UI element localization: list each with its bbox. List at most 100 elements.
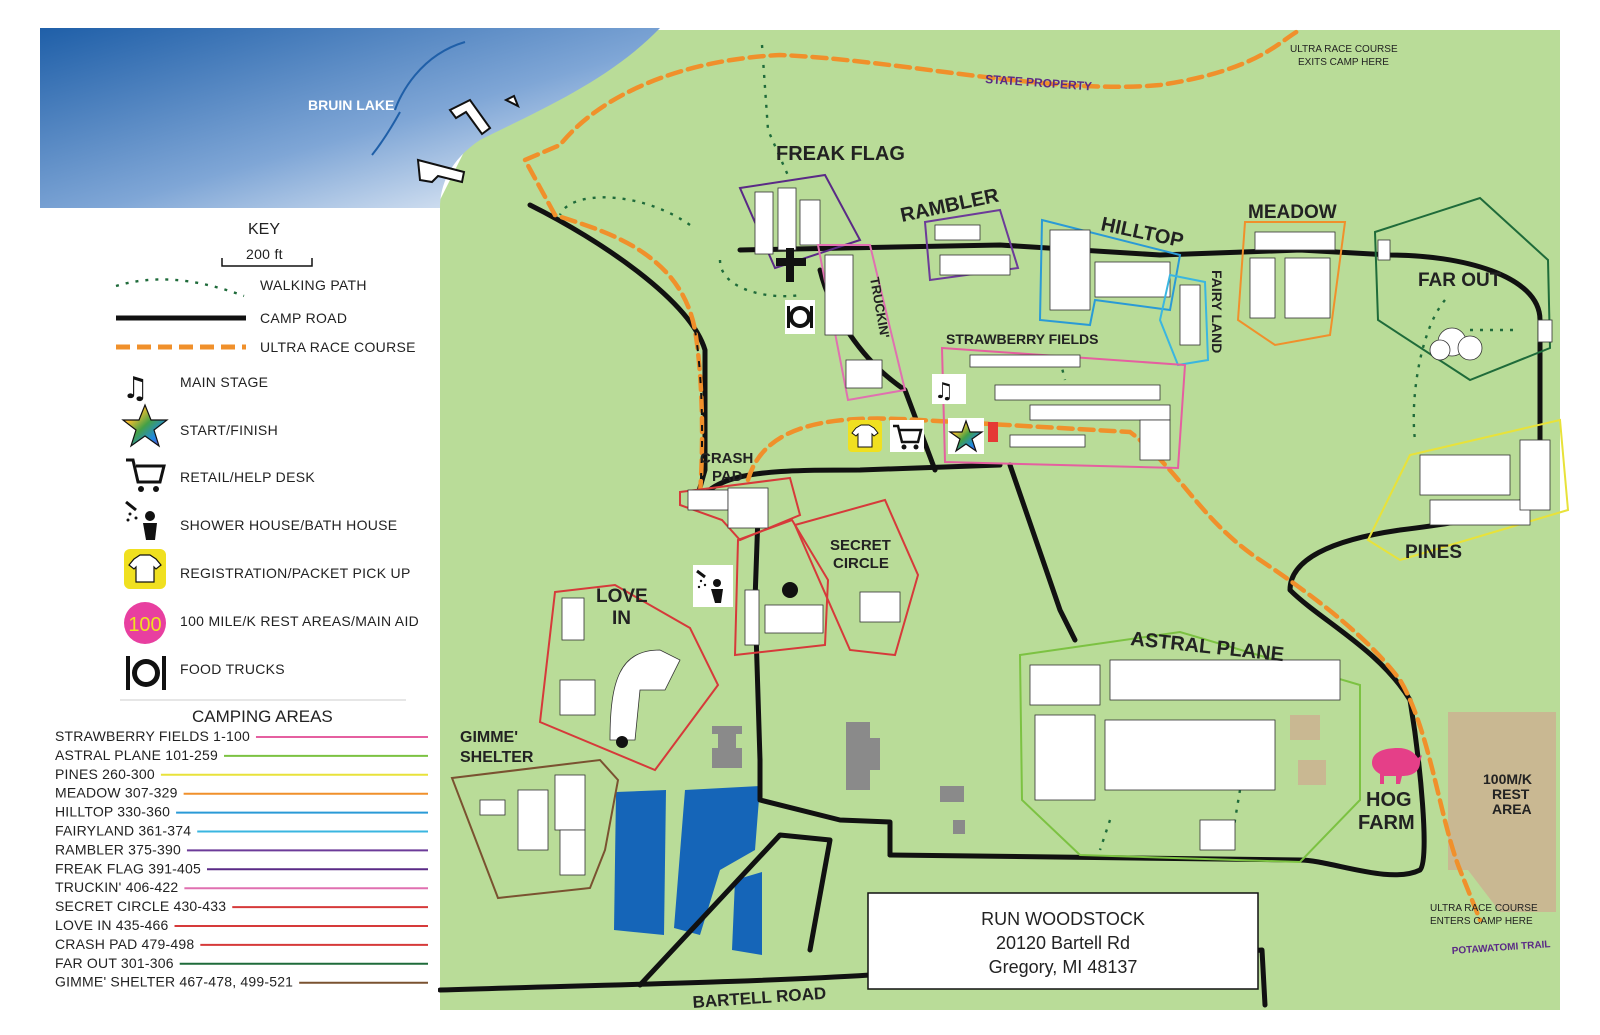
address-line3: Gregory, MI 48137	[989, 957, 1138, 977]
gimme-shelter-area	[450, 758, 620, 900]
rest-area-label-1: 100M/K	[1483, 771, 1532, 787]
camping-area-label: CRASH PAD 479-498	[55, 936, 194, 952]
gimme-shelter-label-1: GIMME'	[460, 729, 518, 746]
camping-area-label: ASTRAL PLANE 101-259	[55, 747, 218, 763]
rainbow-star-icon	[948, 418, 984, 454]
camping-area-label: LOVE IN 435-466	[55, 917, 169, 933]
camping-area-label: PINES 260-300	[55, 766, 155, 782]
key-label-food-trucks: FOOD TRUCKS	[180, 661, 285, 677]
astral-plane-sites	[1029, 659, 1341, 851]
key-food-truck-icon	[126, 656, 166, 690]
fairy-land-area	[1158, 273, 1210, 367]
crash-pad-lower-area	[733, 518, 830, 657]
camping-area-label: GIMME' SHELTER 467-478, 499-521	[55, 974, 293, 990]
key-label-aid: 100 MILE/K REST AREAS/MAIN AID	[180, 613, 419, 629]
camping-area-label: FREAK FLAG 391-405	[55, 860, 201, 876]
ultra-exit-line2: EXITS CAMP HERE	[1298, 57, 1389, 68]
fairy-land-sites	[1179, 284, 1201, 346]
key-label-shower: SHOWER HOUSE/BATH HOUSE	[180, 517, 397, 533]
strawberry-fields-sites	[969, 354, 1171, 461]
key-label-retail: RETAIL/HELP DESK	[180, 469, 315, 485]
address-box	[867, 892, 1259, 990]
scale-bar	[221, 258, 313, 267]
rest-area	[1448, 712, 1556, 912]
shower-icon	[693, 565, 733, 607]
secret-circle-sites	[859, 591, 901, 623]
truckin-area	[816, 244, 907, 402]
meadow-area	[1236, 221, 1347, 347]
ultra-race-course-overlay	[694, 329, 704, 496]
key-shopping-cart-icon	[126, 458, 166, 492]
pig-icon	[1372, 748, 1422, 784]
freak-flag-label: FREAK FLAG	[776, 143, 905, 165]
key-label-camp-road: CAMP ROAD	[260, 310, 347, 326]
building-1	[712, 726, 742, 768]
pines-area	[1366, 418, 1570, 562]
far-out-sites	[1377, 239, 1553, 361]
camping-area-label: FAR OUT 301-306	[55, 955, 174, 971]
rambler-area	[923, 208, 1020, 282]
crash-pad-sites	[687, 487, 769, 529]
camping-area-label: RAMBLER 375-390	[55, 841, 181, 857]
aid-badge-number: 100	[128, 614, 161, 636]
rest-area-label-2: REST	[1492, 786, 1530, 802]
camping-area-label: HILLTOP 330-360	[55, 804, 170, 820]
dock-2	[416, 158, 466, 184]
pines-label: PINES	[1405, 542, 1462, 563]
meadow-sites	[1249, 231, 1336, 319]
hog-farm-label-2: FARM	[1358, 812, 1415, 834]
reserved-area-1	[1290, 715, 1320, 740]
crash-pad-label-1: CRASH	[700, 450, 753, 467]
ultra-exit-line1: ULTRA RACE COURSE	[1290, 44, 1398, 55]
walking-path-line	[115, 278, 245, 298]
chapel-icon	[776, 248, 806, 282]
tshirt-icon	[848, 420, 882, 452]
circle-marker	[782, 582, 798, 598]
crash-pad-lower-sites	[744, 589, 824, 646]
building-4	[953, 820, 965, 834]
key-rainbow-star-icon	[121, 403, 169, 448]
dock-1	[448, 98, 492, 136]
love-in-label-2: IN	[612, 608, 631, 629]
far-out-area	[1373, 196, 1552, 382]
legend: KEY 200 ft ♫ 100	[40, 208, 438, 1008]
creek-2	[371, 111, 401, 156]
hilltop-sites	[1049, 229, 1171, 311]
key-music-notes-icon: ♫	[122, 371, 149, 406]
gimme-shelter-sites	[479, 774, 586, 876]
fairy-land-label: FAIRY LAND	[1209, 270, 1225, 353]
pond-3	[732, 872, 762, 955]
rambler-sites	[934, 224, 1011, 276]
food-truck-icon	[785, 300, 815, 334]
key-label-start-finish: START/FINISH	[180, 422, 278, 438]
camping-area-label: MEADOW 307-329	[55, 785, 178, 801]
grass-area	[440, 30, 1560, 1010]
address-line2: 20120 Bartell Rd	[996, 933, 1130, 953]
key-shower-icon	[125, 500, 157, 540]
key-label-walking-path: WALKING PATH	[260, 277, 367, 293]
truckin-sites	[824, 254, 883, 389]
svg-text:♫: ♫	[934, 379, 954, 404]
building-2	[846, 722, 880, 790]
bruin-lake	[40, 28, 660, 208]
key-label-registration: REGISTRATION/PACKET PICK UP	[180, 565, 411, 581]
hog-farm-label-1: HOG	[1366, 789, 1412, 811]
reserved-area-2	[1298, 760, 1326, 785]
key-title: KEY	[248, 221, 280, 238]
creek	[394, 41, 466, 111]
far-out-label: FAR OUT	[1418, 270, 1502, 291]
camping-area-label: FAIRYLAND 361-374	[55, 823, 191, 839]
address-line1: RUN WOODSTOCK	[981, 909, 1145, 929]
strawberry-fields-area	[940, 346, 1187, 470]
love-in-sites	[559, 597, 681, 741]
key-label-main-stage: MAIN STAGE	[180, 374, 268, 390]
camping-title: CAMPING AREAS	[192, 707, 333, 726]
secret-circle-area	[793, 498, 920, 657]
love-in-area	[538, 583, 720, 772]
scale-label: 200 ft	[246, 246, 283, 262]
pond-2	[674, 786, 760, 935]
key-tshirt-icon	[124, 549, 166, 589]
ultra-enter-line1: ULTRA RACE COURSE	[1430, 903, 1538, 914]
